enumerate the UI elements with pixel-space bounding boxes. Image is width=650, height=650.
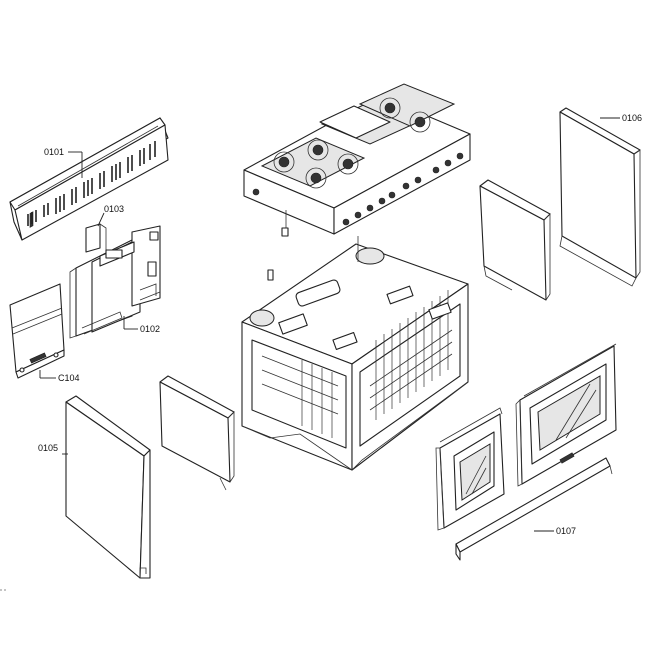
label-0103: 0103 <box>104 204 124 214</box>
label-0107: 0107 <box>556 526 576 536</box>
label-0102: 0102 <box>140 324 160 334</box>
label-0105: 0105 <box>38 443 58 453</box>
part-C104-panel <box>9 283 65 379</box>
part-left-side-panel <box>159 375 235 491</box>
part-0105-side-panel <box>65 395 151 579</box>
part-small-oven-door <box>435 407 505 531</box>
part-main-cabinet <box>241 236 469 471</box>
part-0106-back-panel <box>559 107 641 287</box>
part-0107-kick-plate <box>455 457 613 561</box>
part-0103-bracket <box>85 223 107 253</box>
part-cooktop <box>243 83 471 237</box>
label-0106: 0106 <box>622 113 642 123</box>
part-large-oven-door <box>515 343 617 487</box>
part-0101-vent-panel <box>9 117 169 241</box>
part-0102-side-shield <box>69 225 161 339</box>
label-0101: 0101 <box>44 147 64 157</box>
label-C104: C104 <box>58 373 80 383</box>
part-right-side-panel <box>479 179 551 301</box>
